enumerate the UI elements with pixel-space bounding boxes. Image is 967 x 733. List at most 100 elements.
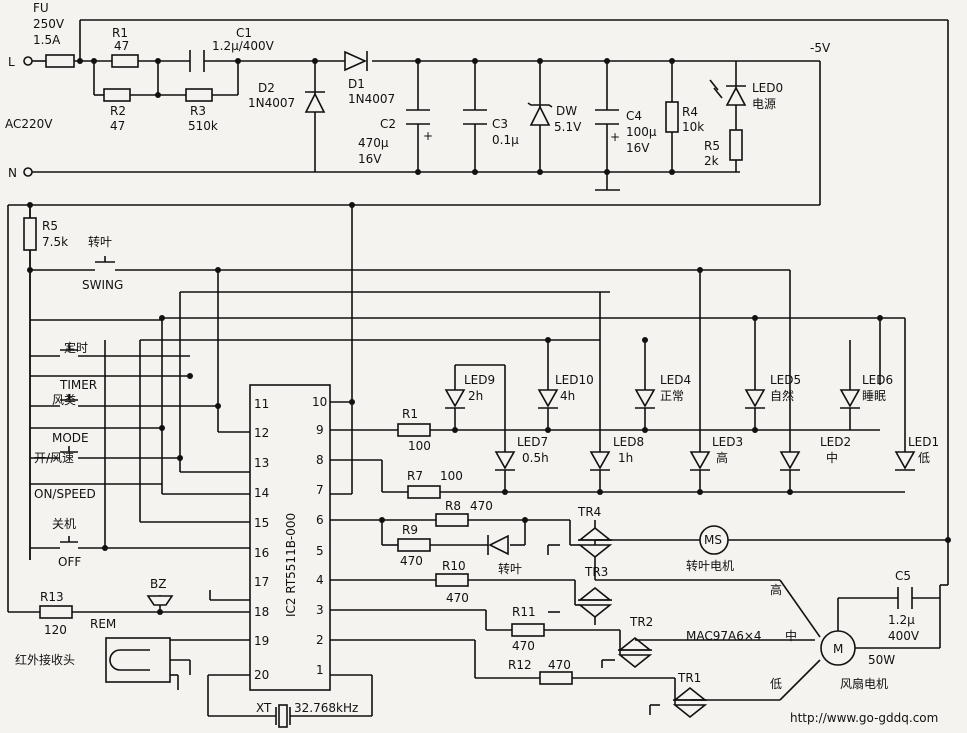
resistor-r1-matrix bbox=[397, 423, 431, 437]
switch-timer bbox=[60, 344, 78, 351]
ir-label: 红外接收头 bbox=[15, 652, 75, 667]
capacitor-c2: + bbox=[406, 109, 433, 143]
neutral-label: N bbox=[8, 166, 17, 180]
svg-text:+: + bbox=[423, 129, 433, 143]
resistor-r12 bbox=[539, 671, 573, 685]
led-led1 bbox=[894, 451, 916, 471]
c3-name: C3 bbox=[492, 117, 508, 131]
zener-dw bbox=[527, 102, 553, 126]
r11-name: R11 bbox=[512, 605, 536, 619]
r3-value: 510k bbox=[188, 119, 218, 133]
live-label: L bbox=[8, 55, 15, 69]
triac-tr1 bbox=[649, 659, 821, 719]
svg-text:2: 2 bbox=[316, 633, 324, 647]
dw-value: 5.1V bbox=[554, 120, 582, 134]
fan-motor-symbol: M bbox=[833, 642, 843, 656]
led2-label: 中 bbox=[826, 450, 838, 465]
led1-name: LED1 bbox=[908, 435, 939, 449]
svg-text:5: 5 bbox=[316, 544, 324, 558]
fuse-voltage: 250V bbox=[33, 17, 65, 31]
ic2-label: IC2 RT5511B-000 bbox=[284, 513, 298, 617]
r5top-value: 2k bbox=[704, 154, 719, 168]
svg-text:20: 20 bbox=[254, 668, 269, 682]
r12-name: R12 bbox=[508, 658, 532, 672]
off-cn: 关机 bbox=[52, 517, 76, 531]
led10-label: 4h bbox=[560, 389, 575, 403]
swing-motor-symbol: MS bbox=[704, 533, 722, 547]
r10-value: 470 bbox=[446, 591, 469, 605]
c1-name: C1 bbox=[236, 26, 252, 40]
led-led10 bbox=[537, 385, 559, 430]
led9-label: 2h bbox=[468, 389, 483, 403]
resistor-r8 bbox=[435, 513, 469, 527]
mode-en: MODE bbox=[52, 431, 89, 445]
r13-name: R13 bbox=[40, 590, 64, 604]
svg-text:14: 14 bbox=[254, 486, 269, 500]
c5-voltage: 400V bbox=[888, 629, 920, 643]
resistor-r9 bbox=[397, 538, 431, 552]
r13-value: 120 bbox=[44, 623, 67, 637]
r7-name: R7 bbox=[407, 469, 423, 483]
r8-name: R8 bbox=[445, 499, 461, 513]
fan-motor-power: 50W bbox=[868, 653, 895, 667]
d1-name: D1 bbox=[348, 77, 365, 91]
swing-motor-label: 转叶电机 bbox=[686, 558, 734, 573]
led-led7 bbox=[494, 451, 516, 492]
r1-value: 47 bbox=[114, 39, 129, 53]
onspeed-en: ON/SPEED bbox=[34, 487, 96, 501]
power-supply-wires bbox=[23, 19, 949, 586]
capacitor-c1 bbox=[189, 50, 205, 72]
switch-mode bbox=[60, 394, 78, 401]
capacitor-c4: + bbox=[595, 109, 620, 144]
fuse-name: FU bbox=[33, 1, 49, 15]
led7-name: LED7 bbox=[517, 435, 548, 449]
led1-label: 低 bbox=[918, 451, 930, 465]
terminal-n bbox=[23, 167, 33, 177]
led-led0 bbox=[709, 79, 747, 106]
speed-mid: 中 bbox=[785, 628, 797, 643]
led10-name: LED10 bbox=[555, 373, 594, 387]
svg-text:10: 10 bbox=[312, 395, 327, 409]
triac-tr4 bbox=[547, 520, 700, 580]
timer-cn: 定时 bbox=[64, 340, 88, 355]
c4-name: C4 bbox=[626, 109, 642, 123]
led-led4 bbox=[634, 340, 656, 430]
led2-name: LED2 bbox=[820, 435, 851, 449]
capacitor-c5 bbox=[897, 587, 913, 609]
svg-text:12: 12 bbox=[254, 426, 269, 440]
ic2-pin-labels-left: 11 12 13 14 15 16 17 18 19 20 bbox=[254, 397, 269, 682]
resistor-r5-left bbox=[23, 217, 37, 251]
swing-cn: 转叶 bbox=[88, 234, 112, 249]
svg-text:17: 17 bbox=[254, 575, 269, 589]
r4-name: R4 bbox=[682, 105, 698, 119]
source-url: http://www.go-gddq.com bbox=[790, 711, 938, 725]
led-led2 bbox=[779, 451, 801, 492]
c5-name: C5 bbox=[895, 569, 911, 583]
svg-text:3: 3 bbox=[316, 603, 324, 617]
resistor-r5-top bbox=[729, 129, 743, 161]
tr4-name: TR4 bbox=[577, 505, 601, 519]
switch-onspeed bbox=[60, 446, 78, 453]
diode-d2 bbox=[304, 91, 326, 113]
mode-cn: 风类 bbox=[52, 393, 76, 407]
led-swing bbox=[487, 534, 509, 556]
rem-label: REM bbox=[90, 617, 116, 631]
ir-receiver bbox=[105, 637, 171, 683]
r7-value: 100 bbox=[440, 469, 463, 483]
r8-value: 470 bbox=[470, 499, 493, 513]
svg-text:8: 8 bbox=[316, 453, 324, 467]
led4-label: 正常 bbox=[660, 389, 684, 403]
swing-led-label: 转叶 bbox=[498, 561, 522, 576]
r11-value: 470 bbox=[512, 639, 535, 653]
c5-value: 1.2μ bbox=[888, 613, 915, 627]
svg-text:15: 15 bbox=[254, 516, 269, 530]
resistor-r4 bbox=[665, 101, 679, 133]
led5-name: LED5 bbox=[770, 373, 801, 387]
terminal-l bbox=[23, 56, 33, 66]
onspeed-cn: 开/风速 bbox=[34, 451, 74, 465]
ic2-pin-labels-right: 10 9 8 7 6 5 4 3 2 1 bbox=[312, 395, 327, 677]
svg-text:19: 19 bbox=[254, 634, 269, 648]
svg-text:1: 1 bbox=[316, 663, 324, 677]
d1-part: 1N4007 bbox=[348, 92, 395, 106]
led0-label: 电源 bbox=[752, 97, 776, 111]
